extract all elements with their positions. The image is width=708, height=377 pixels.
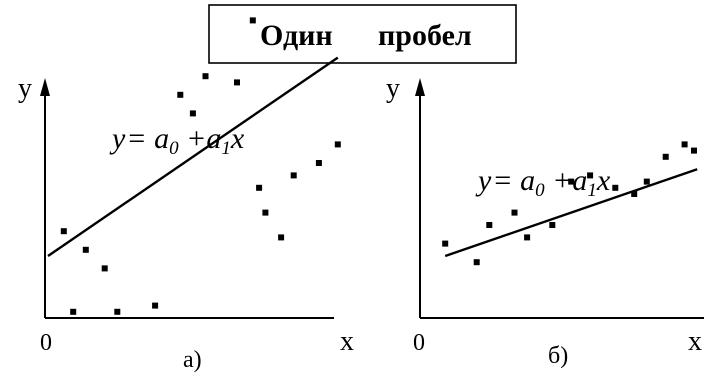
data-point — [691, 147, 697, 154]
data-point — [189, 110, 196, 117]
formula-a0-a: a — [154, 122, 169, 155]
data-points-b — [442, 141, 697, 266]
data-point — [631, 191, 638, 197]
formula-a1-sub-a: 1 — [221, 138, 231, 159]
formula-x-b: x — [596, 164, 611, 197]
data-point — [524, 234, 531, 241]
title-word-one: Один — [260, 19, 333, 52]
data-point — [101, 265, 108, 272]
regression-line-a — [47, 56, 339, 257]
data-point — [82, 246, 89, 253]
regression-formula-b: y= a0 +a1x — [475, 164, 611, 201]
data-point — [662, 153, 669, 160]
sublabel-b: б) — [548, 343, 568, 369]
data-point — [60, 228, 67, 235]
data-point — [315, 160, 322, 166]
data-point — [643, 178, 650, 185]
data-point — [177, 91, 184, 98]
formula-x-a: x — [230, 122, 245, 155]
y-axis-arrow-a — [40, 78, 50, 96]
formula-a1-a: a — [206, 122, 221, 155]
formula-a1-b: a — [572, 164, 587, 197]
title-box-frame — [208, 4, 517, 64]
formula-eq-a: = — [126, 122, 154, 155]
data-point — [278, 234, 285, 241]
formula-eq-b: = — [492, 164, 520, 197]
data-point — [568, 178, 575, 185]
formula-y-a: y — [109, 122, 126, 155]
scatter-panel-a: y x 0 а) y= a0 +a1x — [18, 17, 354, 373]
data-point — [612, 184, 619, 191]
x-axis-label-a: x — [340, 326, 354, 357]
data-point — [511, 209, 518, 216]
data-point — [256, 184, 263, 191]
y-axis-arrow-b — [415, 78, 425, 96]
formula-a0-b: a — [520, 164, 535, 197]
regression-line-b — [444, 168, 698, 258]
data-point — [202, 73, 209, 80]
data-point — [442, 240, 449, 247]
origin-label-b: 0 — [413, 330, 425, 356]
data-point — [473, 259, 480, 266]
sublabel-a: а) — [183, 347, 202, 373]
title-box: Один пробел — [208, 4, 517, 64]
regression-formula-a: y= a0 +a1x — [109, 122, 245, 159]
data-point — [549, 222, 556, 228]
data-point — [249, 17, 256, 24]
formula-y-b: y — [475, 164, 492, 197]
formula-a0-sub-a: 0 — [169, 138, 179, 159]
data-point — [114, 308, 121, 315]
origin-label-a: 0 — [40, 330, 52, 356]
data-point — [334, 141, 341, 148]
title-word-two: пробел — [378, 19, 472, 52]
data-point — [262, 209, 269, 216]
y-axis-label-a: y — [18, 73, 32, 104]
formula-plus-b: + — [545, 164, 573, 197]
formula-plus-a: + — [179, 122, 207, 155]
formula-a0-sub-b: 0 — [535, 180, 545, 201]
data-point — [290, 172, 297, 179]
data-point — [486, 222, 493, 228]
x-axis-label-b: x — [688, 326, 702, 357]
data-point — [587, 172, 594, 179]
data-point — [70, 308, 77, 315]
y-axis-label-b: y — [386, 73, 400, 104]
data-points-a — [60, 17, 341, 315]
data-point — [234, 79, 240, 86]
data-point — [681, 141, 688, 148]
scatter-panel-b: y x 0 б) y= a0 +a1x — [386, 73, 704, 369]
formula-a1-sub-b: 1 — [587, 180, 597, 201]
data-point — [152, 302, 159, 309]
